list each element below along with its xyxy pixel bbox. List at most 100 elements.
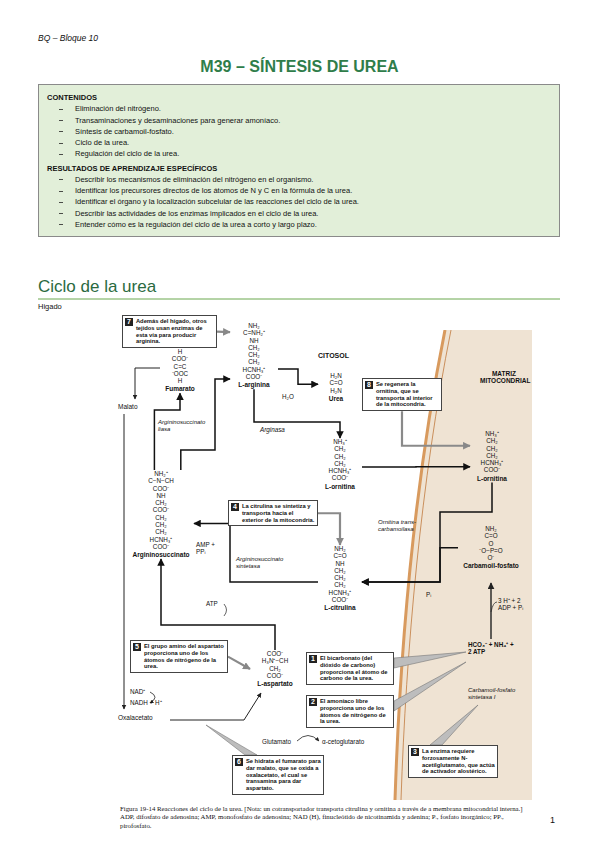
molecule-name: L-arginina xyxy=(230,381,278,389)
matrix-fill xyxy=(395,330,532,800)
label-holder: BQ – Bloque 10 xyxy=(38,34,238,44)
text-label: Pᵢ xyxy=(426,591,438,598)
figure-caption: Figura 19-14 Reacciones del ciclo de la … xyxy=(120,805,535,830)
structure-formula: NH₃⁺ CH₂ CH₂ CH₂ HCNH₃⁺ COO⁻ xyxy=(470,430,514,474)
text-label: CITOSOL xyxy=(318,352,368,360)
molecule: NH₂ C=O O ⁻O−P=O O⁻Carbamoil-fosfato xyxy=(458,525,524,570)
reaction-arrow xyxy=(278,369,318,384)
structure-formula: COO⁻ H₃N⁺−CH CH₂ COO⁻ xyxy=(250,650,300,679)
molecule-name: L-aspartato xyxy=(250,680,300,688)
callout-number: 7 xyxy=(125,318,133,326)
list-item: Regulación del ciclo de la urea. xyxy=(47,148,551,159)
callout-number: 4 xyxy=(231,503,239,511)
label-holder: NAD⁺ xyxy=(130,688,160,695)
callout-text: El amoníaco libre proporciona uno de los… xyxy=(320,698,391,725)
molecule: COO⁻ H₃N⁺−CH CH₂ COO⁻L-aspartato xyxy=(250,650,300,688)
label-holder: α-cetoglutarato xyxy=(322,738,378,745)
callout-pointer xyxy=(318,513,340,545)
label-holder: Carbamoil-fosfato sintetasa I xyxy=(468,687,530,701)
list-item: Identificar los precursores directos de … xyxy=(47,185,551,196)
text-label: AMP + PPᵢ xyxy=(196,541,226,555)
callout-pointer xyxy=(228,657,250,669)
label-holder: Ornitina trans-carbamoilasa xyxy=(378,519,432,533)
molecule: NH₃⁺ CH₂ CH₂ CH₂ HCNH₃⁺ COO⁻L-ornitina xyxy=(470,430,514,483)
label-holder: AMP + PPᵢ xyxy=(196,541,226,555)
molecule: NH₂⁺ C−N−CH COO⁻ NH CH₂ COO⁻ CH₂ CH₂ CH₂… xyxy=(128,470,194,559)
callout-number: 1 xyxy=(309,655,317,663)
text-label: 1 xyxy=(550,815,562,825)
cofactor-arrow xyxy=(297,736,319,742)
callout-text: La enzima requiere forzosamente N-acetil… xyxy=(422,748,495,775)
callout-box: 6Se hidrata el fumarato para dar malato,… xyxy=(232,755,324,795)
text-label: H₂O xyxy=(282,393,300,400)
callout-text: La citrulina se sintetiza y transporta h… xyxy=(242,503,315,523)
reaction-arrow xyxy=(135,368,160,399)
callout-box: 4La citrulina se sintetiza y transporta … xyxy=(228,500,318,526)
callout-pointer xyxy=(206,725,257,755)
molecule-name: L-ornitina xyxy=(470,475,514,483)
list-item: Describir los mecanismos de eliminación … xyxy=(47,174,551,185)
label-holder: Ciclo de la urea xyxy=(38,277,338,297)
inner-membrane xyxy=(401,330,451,800)
molecule: NH₂ C=NH₂⁺ NH CH₂ CH₂ CH₂ HCNH₃⁺ COO⁻L-a… xyxy=(230,322,278,389)
list-item: Síntesis de carbamoil-fosfato. xyxy=(47,126,551,137)
molecule-name: Argininosuccinato xyxy=(128,551,194,559)
text-label: ATP xyxy=(206,600,228,607)
label-holder: 3 H⁺ + 2 ADP + Pᵢ xyxy=(498,597,532,611)
label-holder: Pᵢ xyxy=(426,591,438,598)
molecule-name: L-citrulina xyxy=(318,604,362,612)
section-rule xyxy=(38,299,560,300)
callout-number: 3 xyxy=(411,748,419,756)
list-item: Ciclo de la urea. xyxy=(47,137,551,148)
molecule: NH₃⁺ CH₂ CH₂ CH₂ HCNH₃⁺ COO⁻L-ornitina xyxy=(318,438,362,491)
list-item: Identificar el órgano y la localización … xyxy=(47,196,551,207)
label-holder: Argininosuccinato sintetasa xyxy=(236,556,300,570)
text-label: 3 H⁺ + 2 ADP + Pᵢ xyxy=(498,597,532,611)
text-label: NAD⁺ xyxy=(130,688,160,695)
callout-text: Se regenera la ornitina, que se transpor… xyxy=(376,381,439,408)
contents-box: CONTENIDOSEliminación del nitrógeno.Tran… xyxy=(38,84,560,237)
callout-number: 5 xyxy=(133,643,141,651)
callout-text: El grupo amino del aspartato proporciona… xyxy=(144,643,225,670)
enzyme-label: Ornitina trans-carbamoilasa xyxy=(378,519,432,533)
text-label: Oxalacetato xyxy=(118,714,168,721)
callout-text: El bicarbonato (del dióxido de carbono) … xyxy=(320,655,391,682)
reaction-arrow xyxy=(362,466,470,468)
label-holder: Malato xyxy=(118,403,150,410)
text-label: NADH + H⁺ xyxy=(130,699,174,706)
callout-box: 8Se regenera la ornitina, que se transpo… xyxy=(362,378,442,411)
inner-membrane xyxy=(395,330,445,800)
label-holder: Arginasa xyxy=(260,426,300,433)
molecule: NH₂ C=O NH CH₂ CH₂ CH₂ HCNH₃⁺ COO⁻L-citr… xyxy=(318,545,362,612)
molecule-name: Urea xyxy=(318,395,354,403)
structure-formula: NH₂ C=NH₂⁺ NH CH₂ CH₂ CH₂ HCNH₃⁺ COO⁻ xyxy=(230,322,278,380)
molecule: H COO⁻ C=C ⁻OOC HFumarato xyxy=(160,348,200,393)
label-holder: HCO₃⁻ + NH₄⁺ + 2 ATP xyxy=(468,641,516,655)
label-holder: H₂O xyxy=(282,393,300,400)
label-holder: CITOSOL xyxy=(318,352,368,360)
page-title: M39 – SÍNTESIS DE UREA xyxy=(0,58,599,76)
callout-number: 2 xyxy=(309,698,317,706)
callout-pointer xyxy=(217,331,230,334)
region-label: MATRIZ MITOCONDRIAL xyxy=(480,370,528,385)
label-holder: 1 xyxy=(550,815,562,825)
section-title: Ciclo de la urea xyxy=(38,277,338,297)
label-holder: Higado xyxy=(38,303,138,312)
enzyme-label: BQ – Bloque 10 xyxy=(38,34,238,44)
callout-box: 1El bicarbonato (del dióxido de carbono)… xyxy=(306,652,394,685)
enzyme-label: Carbamoil-fosfato sintetasa I xyxy=(468,687,530,701)
structure-formula: H COO⁻ C=C ⁻OOC H xyxy=(160,348,200,384)
structure-formula: NH₃⁺ CH₂ CH₂ CH₂ HCNH₃⁺ COO⁻ xyxy=(318,438,362,482)
cofactor-arrow xyxy=(224,604,227,616)
list-item: Entender cómo es la regulación del ciclo… xyxy=(47,219,551,230)
label-holder: ATP xyxy=(206,600,228,607)
reaction-arrow xyxy=(170,693,261,720)
text-label: Higado xyxy=(38,303,138,312)
text-label: α-cetoglutarato xyxy=(322,738,378,745)
label-holder: Glutamato xyxy=(262,738,298,745)
callout-number: 6 xyxy=(235,758,243,766)
reaction-arrow xyxy=(254,389,340,438)
enzyme-label: Argininosuccinato liasa xyxy=(158,419,204,433)
reaction-arrow xyxy=(124,414,125,709)
structure-formula: NH₂⁺ C−N−CH COO⁻ NH CH₂ COO⁻ CH₂ CH₂ CH₂… xyxy=(128,470,194,550)
